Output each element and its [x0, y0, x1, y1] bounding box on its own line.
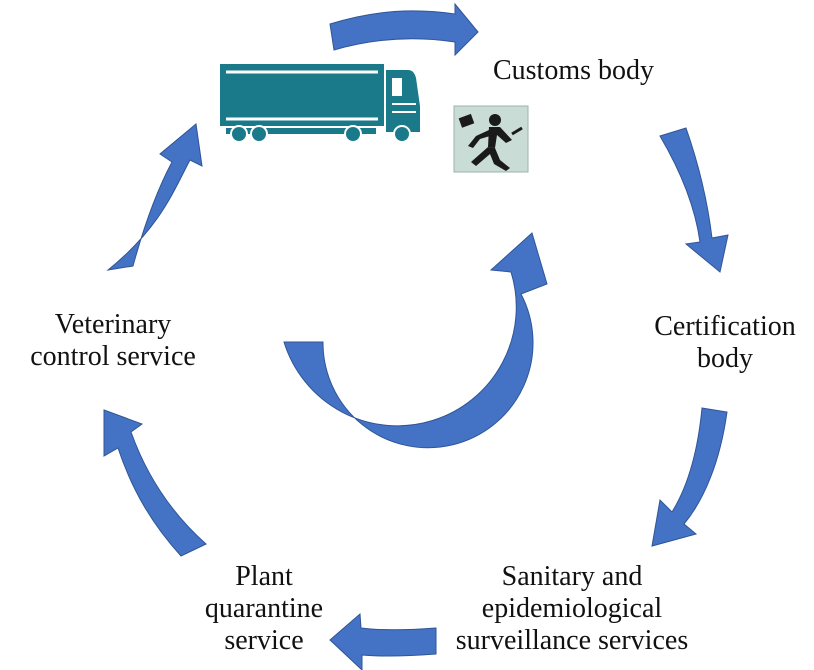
node-line: Certification: [654, 311, 796, 342]
node-plant-quarantine-service: Plant quarantine service: [190, 561, 338, 657]
node-line: epidemiological: [481, 593, 663, 624]
node-line: Plant: [235, 561, 293, 592]
arrow-truck-to-customs: [329, 2, 479, 57]
truck-icon: [220, 64, 420, 143]
node-line: control service: [30, 341, 196, 372]
node-line: surveillance services: [455, 625, 689, 656]
central-cycle-arrow: [283, 232, 548, 449]
node-sanitary-epidemiological-services: Sanitary and epidemiological surveillanc…: [436, 561, 708, 657]
node-line: Veterinary: [54, 309, 172, 340]
arrow-veterinary-to-truck: [106, 123, 203, 271]
arrow-sanitary-to-plant: [329, 612, 437, 670]
node-line: service: [224, 625, 304, 656]
node-veterinary-control-service: Veterinary control service: [18, 309, 208, 373]
running-businessman-icon: [453, 105, 529, 173]
node-line: Customs body: [492, 55, 655, 86]
node-customs-body: Customs body: [476, 55, 671, 87]
arrow-customs-to-certification: [659, 127, 729, 273]
node-line: Sanitary and: [501, 561, 643, 592]
node-line: quarantine: [204, 593, 324, 624]
node-certification-body: Certification body: [640, 311, 810, 375]
arrow-certification-to-sanitary: [651, 407, 728, 547]
node-line: body: [697, 343, 753, 374]
arrow-plant-to-veterinary: [103, 409, 207, 557]
